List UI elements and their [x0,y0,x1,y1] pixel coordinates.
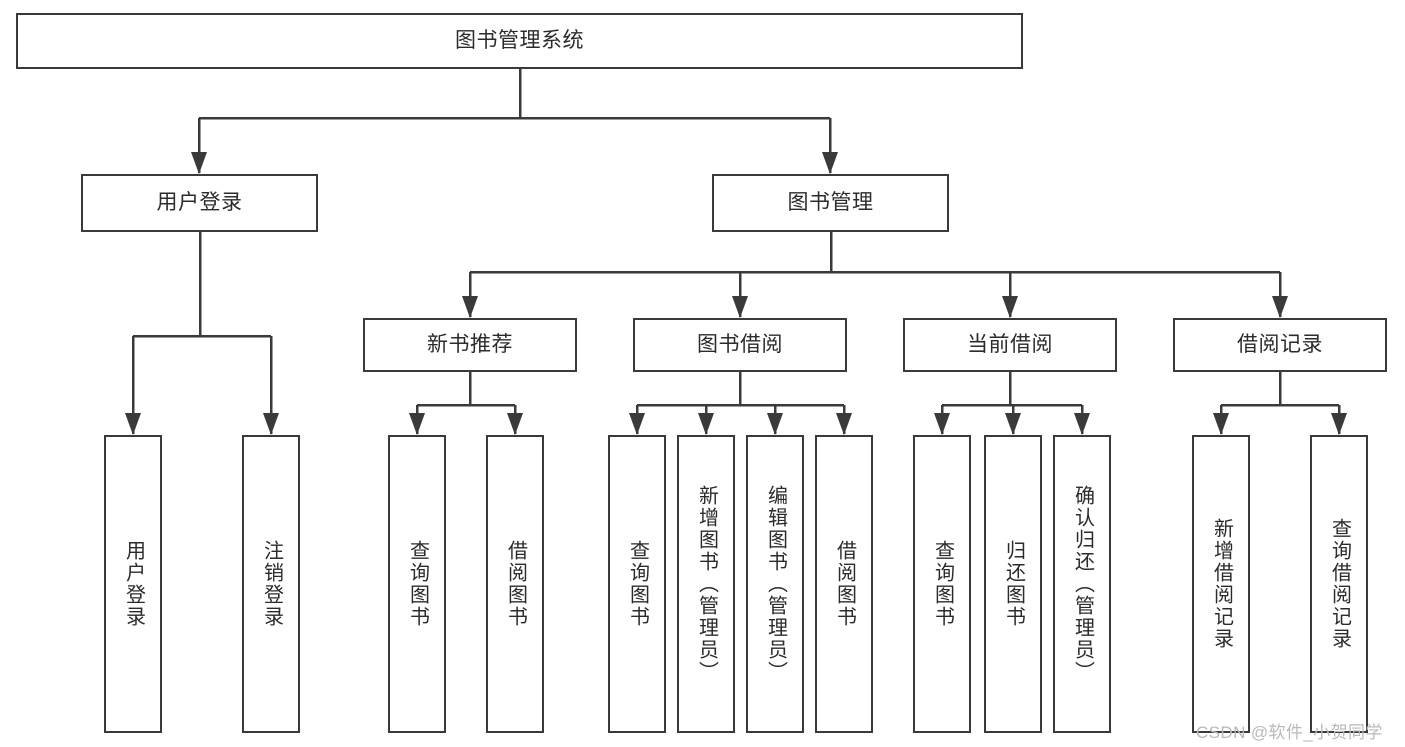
node-root[interactable]: 图书管理系统 [16,13,1023,69]
node-leaf-query-book-rec[interactable]: 查询图书 [388,435,446,733]
node-label: 查询图书 [626,540,649,628]
node-current-borrow[interactable]: 当前借阅 [903,318,1117,372]
node-label: 查询图书 [931,540,954,628]
node-leaf-return-book[interactable]: 归还图书 [984,435,1042,733]
node-leaf-borrow-book[interactable]: 借阅图书 [815,435,873,733]
node-label: 编辑图书（管理员） [764,485,787,683]
node-leaf-user-login[interactable]: 用户登录 [104,435,162,733]
node-label: 查询借阅记录 [1328,518,1351,650]
node-user-login[interactable]: 用户登录 [81,174,318,232]
node-label: 图书借阅 [697,332,783,356]
node-leaf-confirm-return[interactable]: 确认归还（管理员） [1053,435,1111,733]
node-label: 借阅图书 [504,540,527,628]
node-leaf-borrow-book-rec[interactable]: 借阅图书 [486,435,544,733]
watermark-text: CSDN @软件_小贺同学 [1196,723,1383,742]
node-leaf-query-record[interactable]: 查询借阅记录 [1310,435,1368,733]
node-leaf-add-record[interactable]: 新增借阅记录 [1192,435,1250,733]
node-borrow-record[interactable]: 借阅记录 [1173,318,1387,372]
node-label: 图书管理系统 [455,28,584,52]
node-label: 查询图书 [406,540,429,628]
node-label: 确认归还（管理员） [1071,485,1094,683]
node-book-manage[interactable]: 图书管理 [712,174,949,232]
node-label: 新增借阅记录 [1210,518,1233,650]
node-label: 新增图书（管理员） [695,485,718,683]
node-leaf-query-book-cur[interactable]: 查询图书 [913,435,971,733]
node-label: 借阅图书 [833,540,856,628]
node-leaf-logout[interactable]: 注销登录 [242,435,300,733]
node-new-book-rec[interactable]: 新书推荐 [363,318,577,372]
node-label: 用户登录 [156,190,243,214]
node-label: 新书推荐 [427,332,513,356]
node-leaf-add-book[interactable]: 新增图书（管理员） [677,435,735,733]
node-leaf-query-book[interactable]: 查询图书 [608,435,666,733]
node-label: 图书管理 [787,190,874,214]
node-label: 借阅记录 [1237,332,1323,356]
node-leaf-edit-book[interactable]: 编辑图书（管理员） [746,435,804,733]
node-label: 用户登录 [122,540,145,628]
node-label: 注销登录 [260,540,283,628]
node-book-borrow[interactable]: 图书借阅 [633,318,847,372]
node-label: 当前借阅 [967,332,1053,356]
node-label: 归还图书 [1002,540,1025,628]
